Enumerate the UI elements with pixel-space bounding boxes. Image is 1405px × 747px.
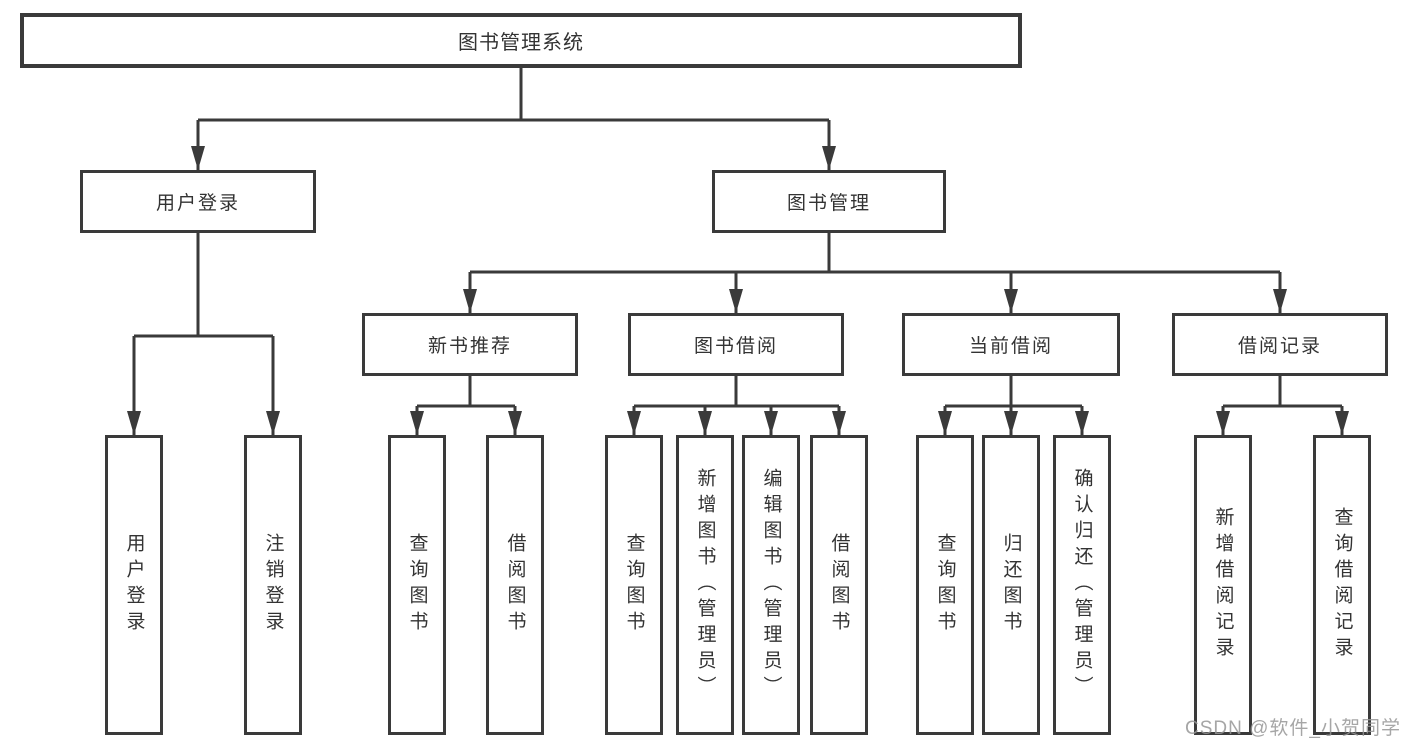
leaf-add-borrow-record: 新增借阅记录 [1194,435,1252,735]
leaf-logout: 注销登录 [244,435,302,735]
node-book-borrow: 图书借阅 [628,313,844,376]
node-borrow-records: 借阅记录 [1172,313,1388,376]
leaf-label: 查询图书 [934,533,956,637]
csdn-watermark: CSDN @软件_小贺同学 [1185,718,1401,739]
leaf-edit-book-admin: 编辑图书（管理员） [742,435,800,735]
node-label: 当前借阅 [968,336,1053,357]
leaf-label: 查询图书 [623,533,645,637]
leaf-user-login: 用户登录 [105,435,163,735]
leaf-label: 编辑图书（管理员） [760,468,782,702]
leaf-label: 用户登录 [123,533,145,637]
leaf-query-books-3: 查询图书 [916,435,974,735]
node-label: 借阅记录 [1237,336,1322,357]
leaf-label: 借阅图书 [504,533,526,637]
node-label: 用户登录 [155,193,240,214]
leaf-borrow-books-2: 借阅图书 [810,435,868,735]
leaf-return-book: 归还图书 [982,435,1040,735]
leaf-label: 注销登录 [262,533,284,637]
leaf-label: 归还图书 [1000,533,1022,637]
leaf-query-books-1: 查询图书 [388,435,446,735]
node-book-management: 图书管理 [712,170,946,233]
leaf-borrow-books-1: 借阅图书 [486,435,544,735]
leaf-query-borrow-record: 查询借阅记录 [1313,435,1371,735]
connector-rails [134,68,1342,408]
node-current-borrow: 当前借阅 [902,313,1120,376]
node-label: 图书管理系统 [458,32,584,54]
leaf-label: 借阅图书 [828,533,850,637]
leaf-label: 查询借阅记录 [1331,507,1353,663]
leaf-label: 查询图书 [406,533,428,637]
node-new-book-recommend: 新书推荐 [362,313,578,376]
connector-arrows [127,120,1349,435]
leaf-confirm-return-admin: 确认归还（管理员） [1053,435,1111,735]
node-label: 图书借阅 [693,336,778,357]
node-user-login: 用户登录 [80,170,316,233]
node-library-management-system: 图书管理系统 [20,13,1022,68]
leaf-add-book-admin: 新增图书（管理员） [676,435,734,735]
leaf-label: 确认归还（管理员） [1071,468,1093,702]
node-label: 图书管理 [786,193,871,214]
leaf-label: 新增借阅记录 [1212,507,1234,663]
leaf-label: 新增图书（管理员） [694,468,716,702]
node-label: 新书推荐 [427,336,512,357]
leaf-query-books-2: 查询图书 [605,435,663,735]
